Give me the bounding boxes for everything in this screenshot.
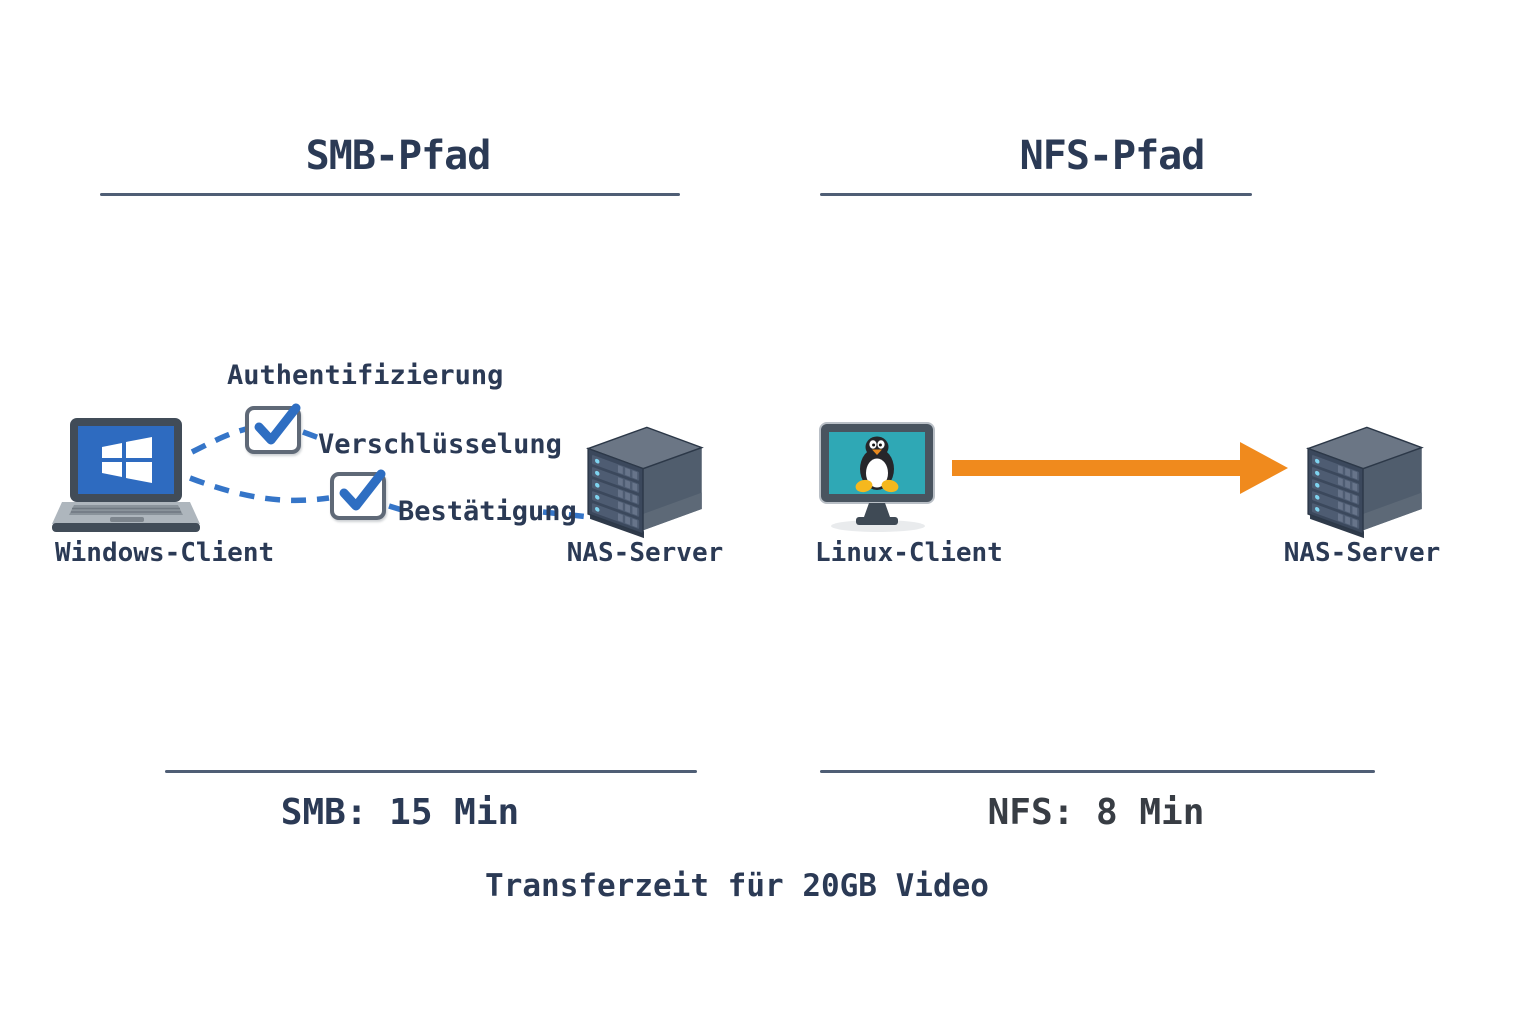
confirm-step-label: Bestätigung (398, 496, 577, 527)
dash-confirm-checkbox-to-label (388, 503, 403, 513)
nas-server-label-nfs: NAS-Server (1283, 538, 1441, 568)
drive-led-dots (1315, 458, 1320, 512)
drive-led-dots (595, 458, 600, 512)
smb-path-title: SMB-Pfad (305, 133, 492, 179)
auth-checkbox-icon (245, 403, 301, 454)
auth-step-label: Authentifizierung (227, 360, 504, 391)
windows-logo (102, 437, 152, 483)
nfs-path-title: NFS-Pfad (1019, 133, 1206, 179)
windows-laptop-icon (52, 418, 200, 532)
checkmark-icon (254, 403, 301, 445)
nas-server-label-smb: NAS-Server (566, 538, 724, 568)
dash-auth-checkbox-to-encrypt-label (302, 429, 323, 442)
linux-client-label: Linux-Client (815, 538, 1003, 568)
transfer-time-caption: Transferzeit für 20GB Video (485, 868, 989, 904)
dash-confirm-label-to-nas (542, 509, 591, 520)
nfs-result-text: NFS: 8 Min (987, 792, 1205, 833)
nfs-result-rule (820, 770, 1375, 773)
confirm-checkbox-icon (330, 469, 386, 520)
linux-monitor-icon (819, 422, 935, 532)
nfs-title-underline (820, 193, 1252, 196)
smb-result-text: SMB: 15 Min (280, 792, 520, 833)
dash-client-to-confirm-checkbox (189, 475, 330, 504)
smb-result-rule (165, 770, 697, 773)
nas-server-icon-nfs (1306, 426, 1424, 539)
tux-penguin (855, 436, 899, 493)
smb-title-underline (100, 193, 680, 196)
checkmark-icon (339, 469, 386, 511)
nfs-transfer-arrow (952, 442, 1288, 494)
encrypt-step-label: Verschlüsselung (318, 429, 562, 460)
dash-client-to-auth-checkbox (190, 426, 247, 455)
windows-client-label: Windows-Client (55, 538, 275, 568)
nas-server-icon-smb (586, 426, 704, 539)
